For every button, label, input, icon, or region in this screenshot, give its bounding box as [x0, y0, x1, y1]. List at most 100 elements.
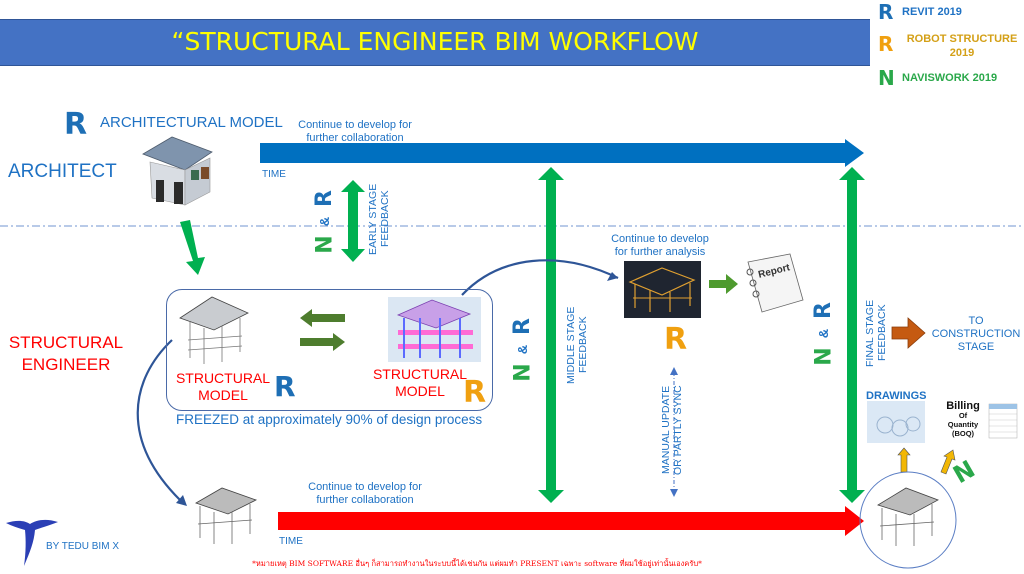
- exchange-arrow-left: [300, 309, 345, 327]
- caption-line: STRUCTURAL: [175, 370, 271, 386]
- caption-line: Continue to develop: [611, 233, 709, 245]
- architectural-model-revit-icon: R: [64, 107, 88, 142]
- final-structural-model-image: [877, 487, 939, 546]
- caption-line: for further analysis: [614, 246, 706, 258]
- sync-line: OR PARTLY SYNC: [672, 385, 684, 475]
- structural-models-box: [166, 289, 493, 411]
- structural-model-left-label: STRUCTURAL MODEL: [172, 370, 274, 404]
- feedback-line: FEEDBACK: [379, 190, 391, 248]
- revit-icon: R: [274, 370, 296, 403]
- robot-structure-icon: R: [664, 322, 688, 357]
- drawings-image: [867, 401, 925, 443]
- structural-timeline-arrow: [278, 506, 864, 536]
- revit-icon: R: [311, 190, 337, 207]
- naviswork-icon: N: [510, 363, 536, 382]
- feedback-line: FEEDBACK: [577, 316, 589, 374]
- analysis-model-image: [624, 261, 701, 318]
- brand-label: BY TEDU BIM X: [46, 541, 119, 552]
- structural-model-right-label: STRUCTURAL MODEL: [369, 366, 471, 400]
- to-construction-arrow: [891, 317, 926, 349]
- caption-line: MODEL: [395, 383, 445, 399]
- robot-structure-icon: R: [463, 375, 487, 410]
- analysis-caption: Continue to develop for further analysis: [590, 233, 730, 259]
- architect-time-label: TIME: [262, 169, 286, 180]
- ampersand: &: [317, 216, 333, 227]
- architectural-house-image: [142, 136, 213, 206]
- caption-line: further collaboration: [306, 132, 404, 144]
- structural-model-robot-image: [388, 297, 481, 362]
- report-icon: [746, 253, 804, 313]
- analysis-to-report-arrow: [709, 274, 738, 294]
- final-feedback-label: FINAL STAGE FEEDBACK: [864, 296, 888, 370]
- legend: R REVIT 2019 R ROBOT STRUCTURE 2019 N NA…: [878, 0, 1024, 92]
- early-feedback-arrow: [341, 180, 365, 262]
- caption-line: STRUCTURAL: [372, 366, 468, 382]
- feedback-line: EARLY STAGE: [367, 183, 379, 255]
- legend-label: ROBOT STRUCTURE 2019: [900, 32, 1024, 60]
- naviswork-icon: N: [811, 347, 837, 366]
- structural-time-label: TIME: [279, 536, 303, 547]
- legend-label-line: ROBOT STRUCTURE: [906, 33, 1018, 45]
- middle-feedback-arrow: [538, 167, 564, 503]
- role-line: ENGINEER: [21, 355, 111, 374]
- architect-timeline-caption: Continue to develop for further collabor…: [280, 119, 430, 145]
- to-boq-arrow: [940, 449, 956, 475]
- boq-line: (BOQ): [951, 429, 975, 438]
- construction-line: STAGE: [957, 341, 995, 353]
- final-feedback-badge: R & N: [810, 298, 839, 374]
- title-bar: [0, 19, 870, 66]
- timeline-structural-model-image: [195, 487, 258, 544]
- naviswork-icon: N: [312, 235, 338, 254]
- boq-table-image: [988, 403, 1018, 439]
- caption-line: MODEL: [198, 387, 248, 403]
- feedback-line: MIDDLE STAGE: [565, 306, 577, 384]
- robot-structure-icon: R: [878, 32, 894, 56]
- naviswork-icon: N: [878, 66, 895, 90]
- exchange-arrow-right: [300, 333, 345, 351]
- legend-label: NAVISWORK 2019: [902, 72, 998, 84]
- caption-line: Continue to develop for: [298, 119, 412, 131]
- footer-note: *หมายเหตุ BIM SOFTWARE อื่นๆ ก็สามารถทำง…: [252, 559, 702, 568]
- structural-model-revit-image: [179, 296, 249, 364]
- boq-line: Of: [958, 411, 968, 420]
- page-title: “STRUCTURAL ENGINEER BIM WORKFLOW: [171, 27, 699, 56]
- boq-line: Billing: [946, 400, 980, 412]
- to-construction-label: TO CONSTRUCTION STAGE: [928, 315, 1024, 354]
- caption-line: Continue to develop for: [308, 481, 422, 493]
- architect-timeline-arrow: [260, 139, 864, 167]
- ampersand: &: [816, 328, 832, 339]
- curve-to-timeline-model: [136, 339, 181, 501]
- curve-to-analysis: [461, 259, 619, 296]
- revit-icon: R: [509, 318, 535, 335]
- sync-line: MANUAL UPDATE: [660, 385, 672, 475]
- structural-timeline-caption: Continue to develop for further collabor…: [290, 481, 440, 507]
- architect-role-label: ARCHITECT: [8, 161, 117, 182]
- final-model-circle: [859, 471, 957, 569]
- revit-icon: R: [810, 302, 836, 319]
- legend-label: REVIT 2019: [902, 6, 962, 18]
- structural-engineer-role-label: STRUCTURAL ENGINEER: [8, 332, 124, 376]
- boq-label: Billing Of Quantity (BOQ): [938, 400, 988, 439]
- legend-label-line: 2019: [949, 47, 975, 59]
- to-drawings-arrow: [897, 447, 911, 473]
- caption-line: further collaboration: [316, 494, 414, 506]
- ampersand: &: [515, 344, 531, 355]
- early-feedback-badge: R & N: [311, 186, 340, 262]
- drawings-label: DRAWINGS: [866, 390, 927, 402]
- role-line: STRUCTURAL: [8, 333, 124, 352]
- middle-feedback-badge: R & N: [509, 314, 538, 390]
- final-feedback-arrow: [839, 167, 865, 503]
- architectural-model-label: ARCHITECTURAL MODEL: [100, 114, 283, 131]
- middle-feedback-label: MIDDLE STAGE FEEDBACK: [565, 302, 589, 388]
- revit-icon: R: [878, 0, 894, 24]
- early-feedback-label: EARLY STAGE FEEDBACK: [367, 180, 391, 258]
- manual-sync-label: MANUAL UPDATE OR PARTLY SYNC: [660, 382, 684, 478]
- arch-to-struct-arrow: [180, 220, 205, 275]
- freeze-note: FREEZED at approximately 90% of design p…: [176, 412, 483, 427]
- construction-line: CONSTRUCTION: [931, 328, 1021, 340]
- construction-line: TO: [968, 315, 984, 327]
- tedu-bim-logo: [6, 519, 58, 566]
- feedback-line: FINAL STAGE: [864, 299, 876, 367]
- boq-line: Quantity: [947, 420, 979, 429]
